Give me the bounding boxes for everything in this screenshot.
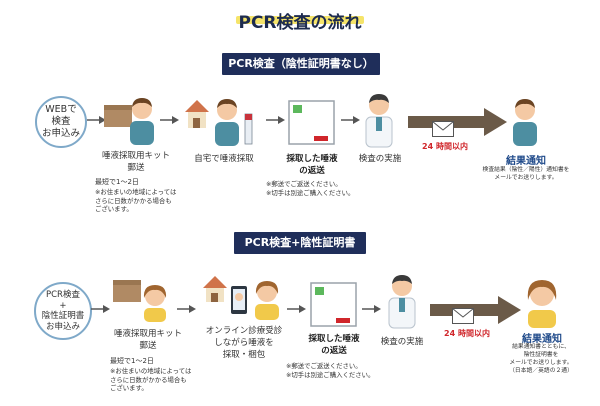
flow1-step3-note: ※郵送でご返送ください。 ※切手は別途ご購入ください。: [266, 180, 355, 197]
flow2-mail-icon: [452, 308, 474, 324]
flow2-start-line3: 陰性証明書: [41, 311, 85, 321]
flow2-person-icon: [143, 285, 167, 322]
flow2-step4-label: 検査の実施: [380, 337, 424, 347]
flow1-time-label: 24 時間以内: [422, 142, 468, 151]
flow1-step1-note: ※お住まいの地域によっては さらに日数がかかる場合も ございます。: [95, 188, 177, 213]
flow1-mail-icon: [432, 121, 454, 137]
flow2-step1-note-title: 最短で1〜2日: [110, 357, 154, 365]
flow2-start-line1: PCR検査: [46, 290, 80, 300]
flow1-start-line2: 検査: [51, 116, 71, 127]
title-highlight: [236, 16, 364, 24]
flow1-return-package-icon: [288, 100, 335, 145]
flow1-start-circle: WEBで検査お申込み: [35, 96, 87, 148]
flow2-result-note: 結果通知書とともに、 陰性証明書を メールでお送りします。 （日本語／英語の２通…: [509, 344, 573, 374]
flow1-banner: PCR検査（陰性証明書なし）: [222, 53, 380, 75]
flow2-result-person-icon: [527, 280, 557, 328]
flow2-result-title: 結果通知: [522, 334, 562, 345]
flow1-arrow-2-icon: [160, 116, 179, 124]
flow2-start-circle: PCR検査+陰性証明書お申込み: [34, 282, 92, 340]
flow1-home-icon: [185, 99, 253, 146]
flow2-step3-label: 採取した唾液 の返送: [308, 334, 360, 356]
flow1-step3-label: 採取した唾液 の返送: [286, 154, 338, 176]
flow1-arrow-4-icon: [341, 116, 360, 124]
flow2-big-arrow-icon: [430, 296, 521, 324]
flow1-step1-label: 唾液採取用キット 郵送: [101, 151, 170, 173]
flow2-time-label: 24 時間以内: [444, 329, 490, 338]
flow2-doctor-icon: [388, 275, 416, 329]
flow1-kit-box-icon: [104, 105, 132, 127]
flow2-arrow-2-icon: [177, 305, 196, 313]
flow2-online-consult-icon: [203, 276, 279, 320]
flow2-arrow-3-icon: [287, 305, 306, 313]
flow1-step2-label: 自宅で唾液採取: [194, 154, 254, 164]
flow2-start-line4: お申込み: [45, 321, 80, 332]
flow2-arrow-1-icon: [91, 305, 110, 313]
flow2-step1-note: ※お住まいの地域によっては さらに日数がかかる場合も ございます。: [110, 367, 192, 392]
flow1-step1-note-title: 最短で1〜2日: [95, 178, 139, 186]
flow2-arrow-4-icon: [362, 305, 381, 313]
flow1-start-line1: WEBで: [45, 104, 77, 115]
flow1-result-note: 検査結果（陰性／陽性）通知書を メールでお送りします。: [482, 167, 570, 181]
flow1-arrow-1-icon: [87, 116, 106, 124]
flow2-start-line2: +: [59, 300, 67, 311]
flow1-start-line3: お申込み: [41, 128, 80, 139]
flow1-big-arrow-icon: [408, 108, 507, 136]
flow2-step3-note: ※郵送でご返送ください。 ※切手は別途ご購入ください。: [286, 362, 375, 379]
flow1-person-icon: [130, 98, 154, 145]
flow1-result-title: 結果通知: [506, 156, 546, 167]
flow2-step2-label: オンライン診療受診 しながら唾液を 採取・梱包: [205, 326, 283, 360]
flow1-step4-label: 検査の実施: [358, 154, 402, 164]
flow2-step1-label: 唾液採取用キット 郵送: [113, 329, 182, 351]
flow1-result-person-icon: [513, 99, 537, 146]
page-title: PCR検査の流れ: [238, 13, 362, 33]
flow2-return-package-icon: [310, 282, 357, 327]
flow2-kit-box-icon: [113, 280, 141, 302]
flow1-arrow-3-icon: [266, 116, 285, 124]
flow1-doctor-icon: [365, 94, 393, 148]
flow2-banner: PCR検査+陰性証明書: [234, 232, 366, 254]
